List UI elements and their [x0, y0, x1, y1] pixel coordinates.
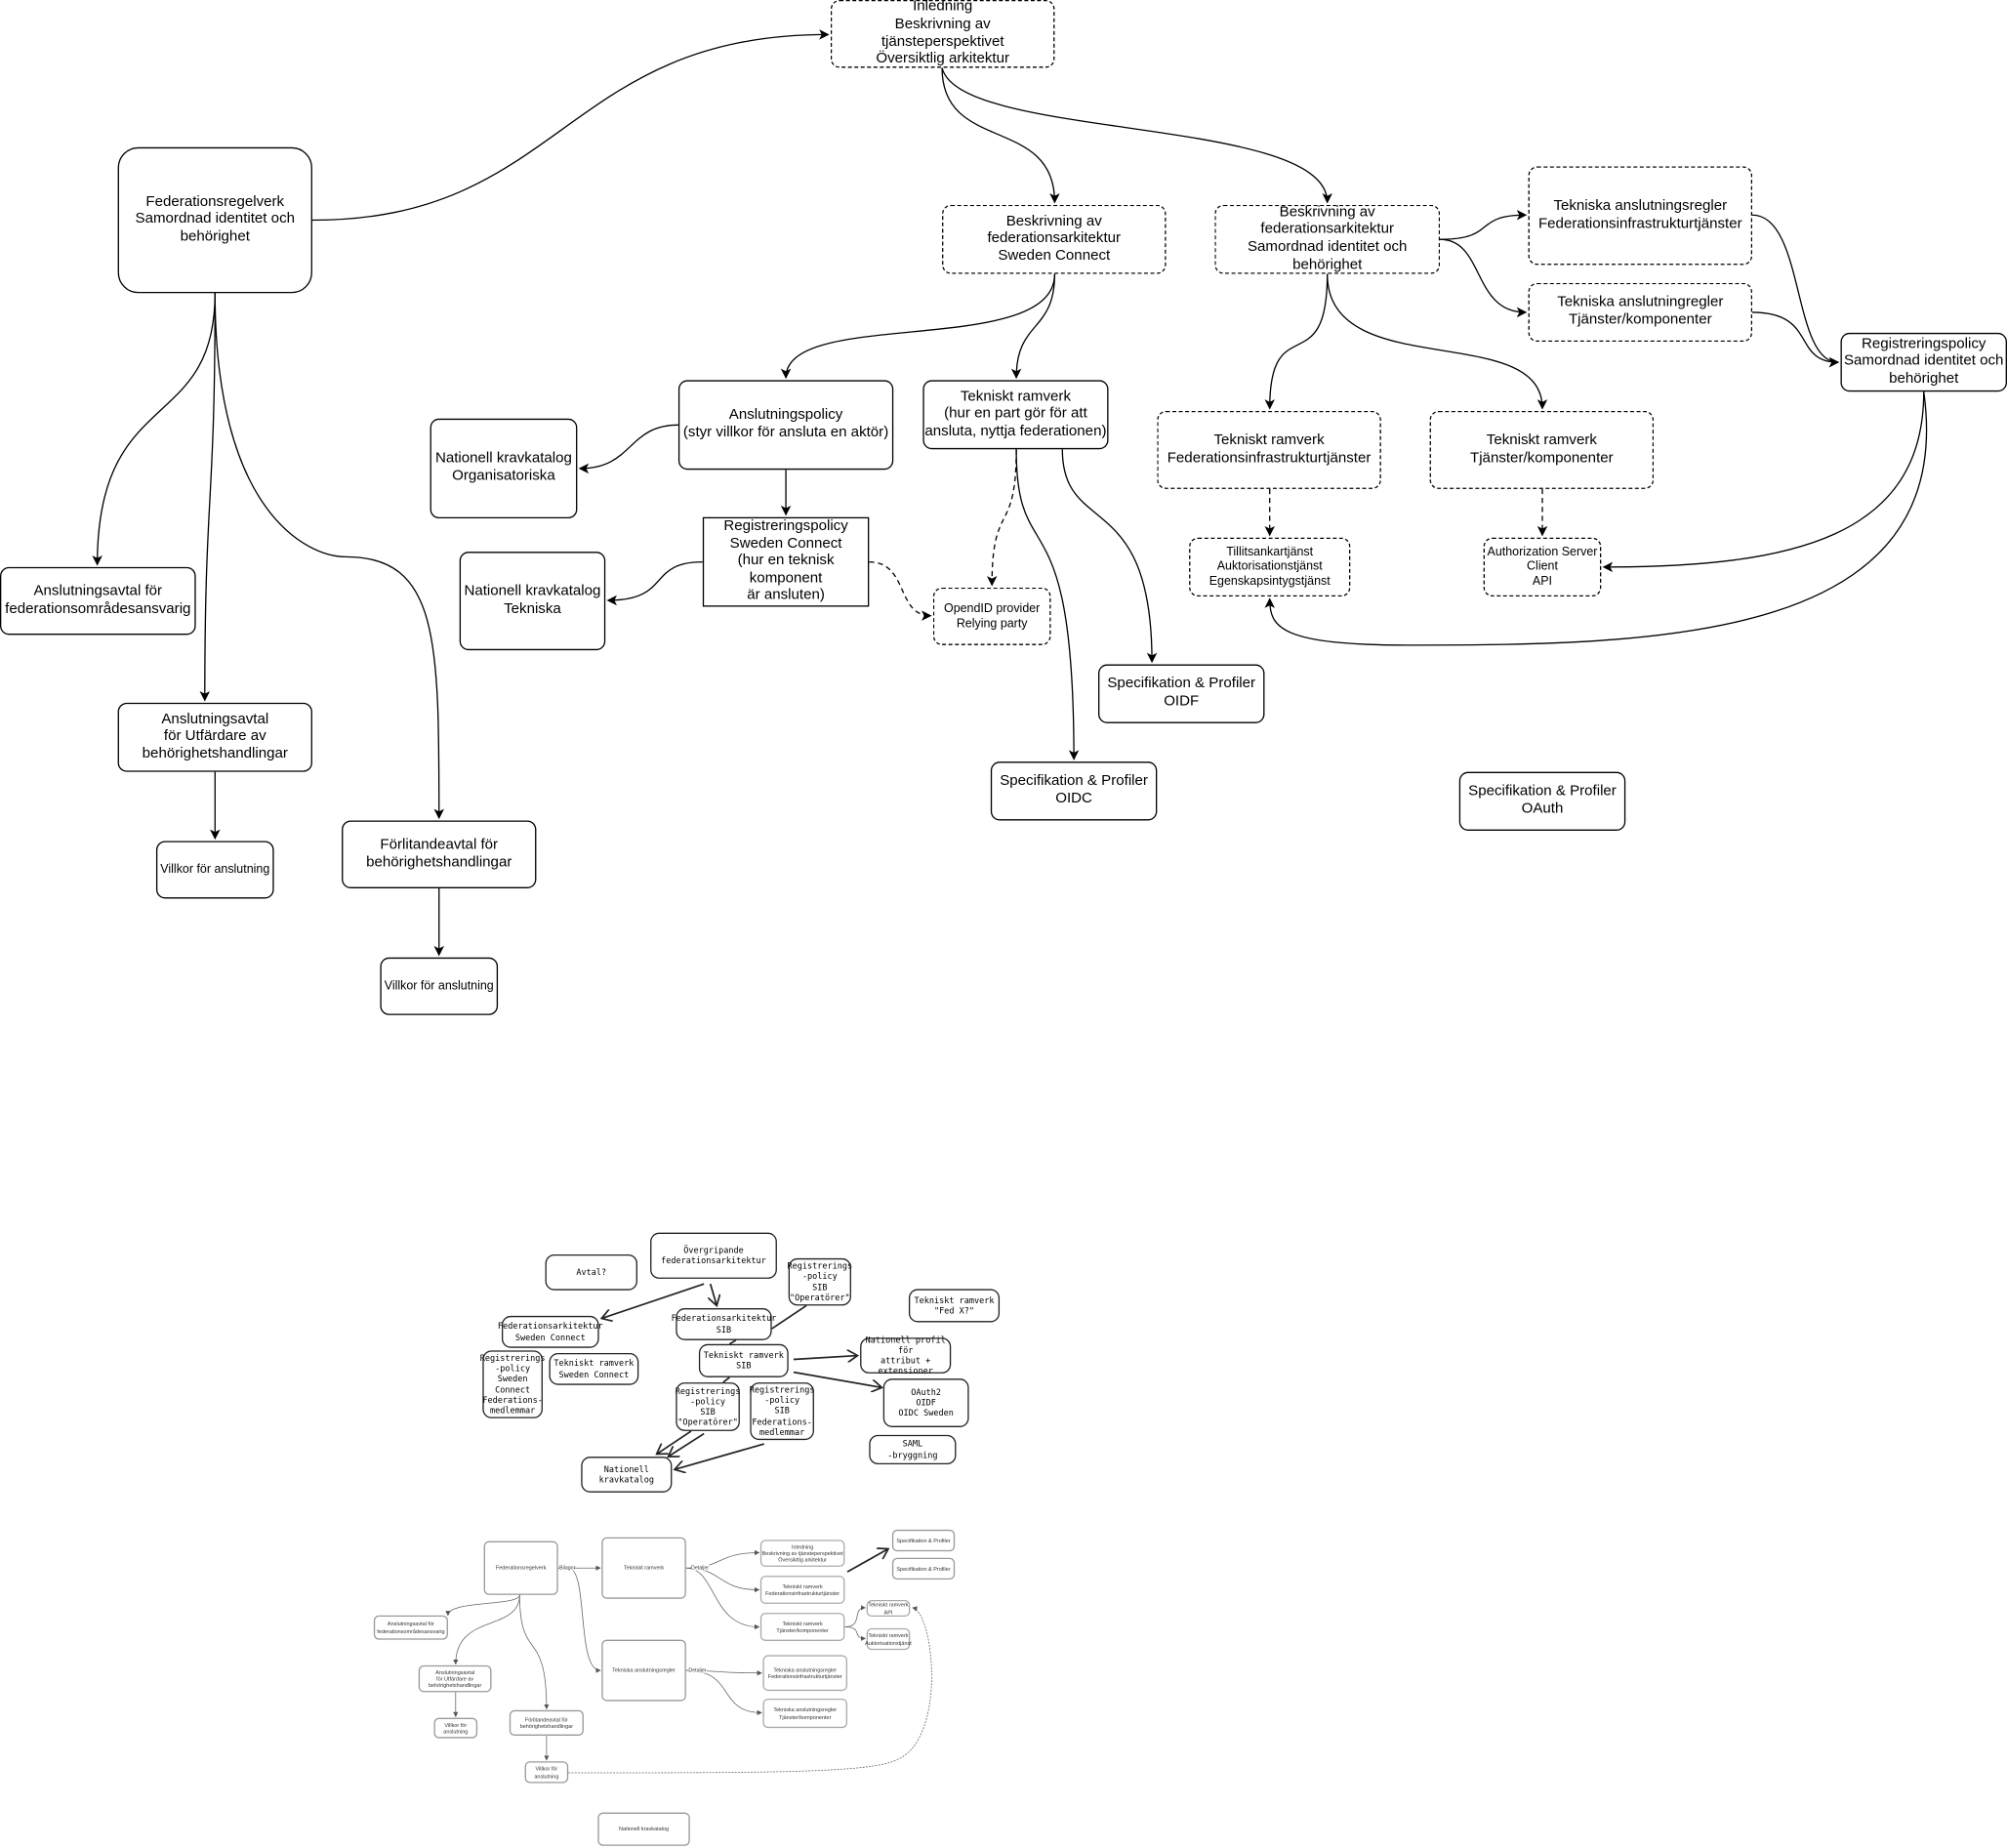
node-anslutningspolicy[interactable]: Anslutningspolicy (styr villkor för ansl…: [677, 380, 894, 471]
mini-avtal-utf[interactable]: Anslutningsavtal för Utfärdare av behöri…: [418, 1664, 492, 1693]
node-federationsregelverk[interactable]: Federationsregelverk Samordnad identitet…: [117, 146, 312, 294]
mini-regler-infra[interactable]: Tekniska anslutningsregler Federationsin…: [762, 1655, 848, 1692]
sketch-fed-x[interactable]: Tekniskt ramverk "Fed X?": [908, 1289, 1001, 1323]
sketch-fedark-sib[interactable]: Federationsarkitektur SIB: [672, 1308, 776, 1340]
node-kravkatalog-organisatoriska[interactable]: Nationell kravkatalog Organisatoriska: [430, 418, 578, 519]
sketch-tr-sc[interactable]: Tekniskt ramverk Sweden Connect: [549, 1352, 639, 1385]
sketch-overgripande[interactable]: Övergripande federationsarkitektur: [650, 1232, 777, 1279]
node-villkor-2[interactable]: Villkor för anslutning: [380, 957, 499, 1015]
edge-label-detaljer: Detaljer: [688, 1666, 707, 1673]
mini-tekniska-regler[interactable]: Tekniska anslutningsregler: [601, 1639, 686, 1702]
sketch-fedark-sc[interactable]: Federationsarkitektur Sweden Connect: [498, 1315, 603, 1348]
sketch-tr-sib[interactable]: Tekniskt ramverk SIB: [698, 1343, 789, 1377]
mini-forlitande[interactable]: Förlitandeavtal för behörighetshandlinga…: [509, 1709, 584, 1736]
node-avtal-utfardare[interactable]: Anslutningsavtal för Utfärdare av behöri…: [117, 702, 312, 772]
edge-label-detaljer: Detaljer: [691, 1564, 710, 1571]
sketch-saml[interactable]: SAML -bryggning: [869, 1434, 957, 1465]
node-tekniska-regler-tjanster[interactable]: Tekniska anslutningregler Tjänster/kompo…: [1528, 282, 1753, 343]
mini-federationsregelverk[interactable]: Federationsregelverk: [483, 1540, 558, 1595]
node-kravkatalog-tekniska[interactable]: Nationell kravkatalog Tekniska: [459, 552, 606, 651]
mini-tr-auktorisation[interactable]: Tekniskt ramverk Auktorisationstjänst: [865, 1627, 912, 1651]
node-tekniska-regler-infra[interactable]: Tekniska anslutningsregler Federationsin…: [1528, 166, 1753, 266]
node-tillitsankartjanst[interactable]: Tillitsankartjänst Auktorisationstjänst …: [1189, 537, 1351, 597]
mini-inledning[interactable]: Inledning Beskrivning av tjänsteperspekt…: [759, 1540, 845, 1567]
sketch-avtal[interactable]: Avtal?: [545, 1253, 637, 1291]
node-spec-oidc[interactable]: Specifikation & Profiler OIDC: [990, 761, 1158, 821]
mini-tr-tjanster[interactable]: Tekniskt ramverk Tjänster/komponenter: [759, 1613, 845, 1641]
mini-villkor-2[interactable]: Villkor för anslutning: [524, 1761, 569, 1784]
node-avtal-federationsomrade[interactable]: Anslutningsavtal för federationsområdesa…: [0, 566, 196, 636]
sketch-nat-krav[interactable]: Nationell kravkatalog: [581, 1457, 673, 1493]
mini-tekniskt-ramverk[interactable]: Tekniskt ramverk: [601, 1537, 686, 1599]
node-spec-oidf[interactable]: Specifikation & Profiler OIDF: [1098, 664, 1265, 723]
sketch-nat-profil[interactable]: Nationell profil för attribut + extensio…: [860, 1335, 952, 1376]
edge-label-bilagor: Bilagor: [558, 1564, 576, 1571]
node-regpolicy-sweden-connect[interactable]: Registreringspolicy Sweden Connect (hur …: [702, 516, 870, 607]
sketch-reg-sc[interactable]: Registrerings -policy Sweden Connect Fed…: [480, 1350, 545, 1418]
node-fedark-sweden-connect[interactable]: Beskrivning av federationsarkitektur Swe…: [942, 204, 1167, 274]
node-openid-provider[interactable]: OpendID provider Relying party: [932, 587, 1051, 645]
sketch-oauth[interactable]: OAuth2 OIDF OIDC Sweden: [882, 1378, 969, 1427]
mini-tr-api[interactable]: Tekniskt ramverk API: [866, 1600, 911, 1618]
mini-spec-2[interactable]: Specifikation & Profiler: [891, 1557, 956, 1581]
node-regpolicy-samordnad[interactable]: Registreringspolicy Samordnad identitet …: [1840, 332, 2007, 392]
mini-tr-infra[interactable]: Tekniskt ramverk Federationsinfrastruktu…: [759, 1576, 845, 1604]
node-spec-oauth[interactable]: Specifikation & Profiler OAuth: [1458, 771, 1626, 831]
node-inledning[interactable]: Inledning Beskrivning av tjänsteperspekt…: [830, 0, 1055, 68]
sketch-reg-operatorer-top[interactable]: Registrerings -policy SIB "Operatörer": [787, 1257, 852, 1306]
node-tr-tjanster[interactable]: Tekniskt ramverk Tjänster/komponenter: [1429, 410, 1655, 489]
mini-villkor-1[interactable]: Villkor för anslutning: [433, 1717, 478, 1739]
mini-spec-1[interactable]: Specifikation & Profiler: [891, 1529, 956, 1552]
node-tekniskt-ramverk[interactable]: Tekniskt ramverk (hur en part gör för at…: [922, 380, 1109, 450]
node-fedark-samordnad[interactable]: Beskrivning av federationsarkitektur Sam…: [1214, 205, 1441, 274]
node-tr-infra[interactable]: Tekniskt ramverk Federationsinfrastruktu…: [1157, 410, 1381, 489]
sketch-reg-fed[interactable]: Registrerings -policy SIB Federations- m…: [750, 1382, 814, 1441]
node-authorization-server[interactable]: Authorization Server Client API: [1483, 537, 1602, 597]
mini-regler-tjanster[interactable]: Tekniska anslutningsregler Tjänster/komp…: [762, 1698, 848, 1729]
mini-nat-krav[interactable]: Nationell kravkatalog: [597, 1812, 690, 1846]
node-forlitandeavtal[interactable]: Förlitandeavtal för behörighetshandlinga…: [342, 820, 537, 888]
sketch-reg-operatorer[interactable]: Registrerings -policy SIB "Operatörer": [676, 1382, 740, 1431]
mini-avtal-fed[interactable]: Anslutningsavtal för federationsområdesa…: [373, 1615, 448, 1640]
node-villkor-1[interactable]: Villkor för anslutning: [155, 841, 274, 899]
